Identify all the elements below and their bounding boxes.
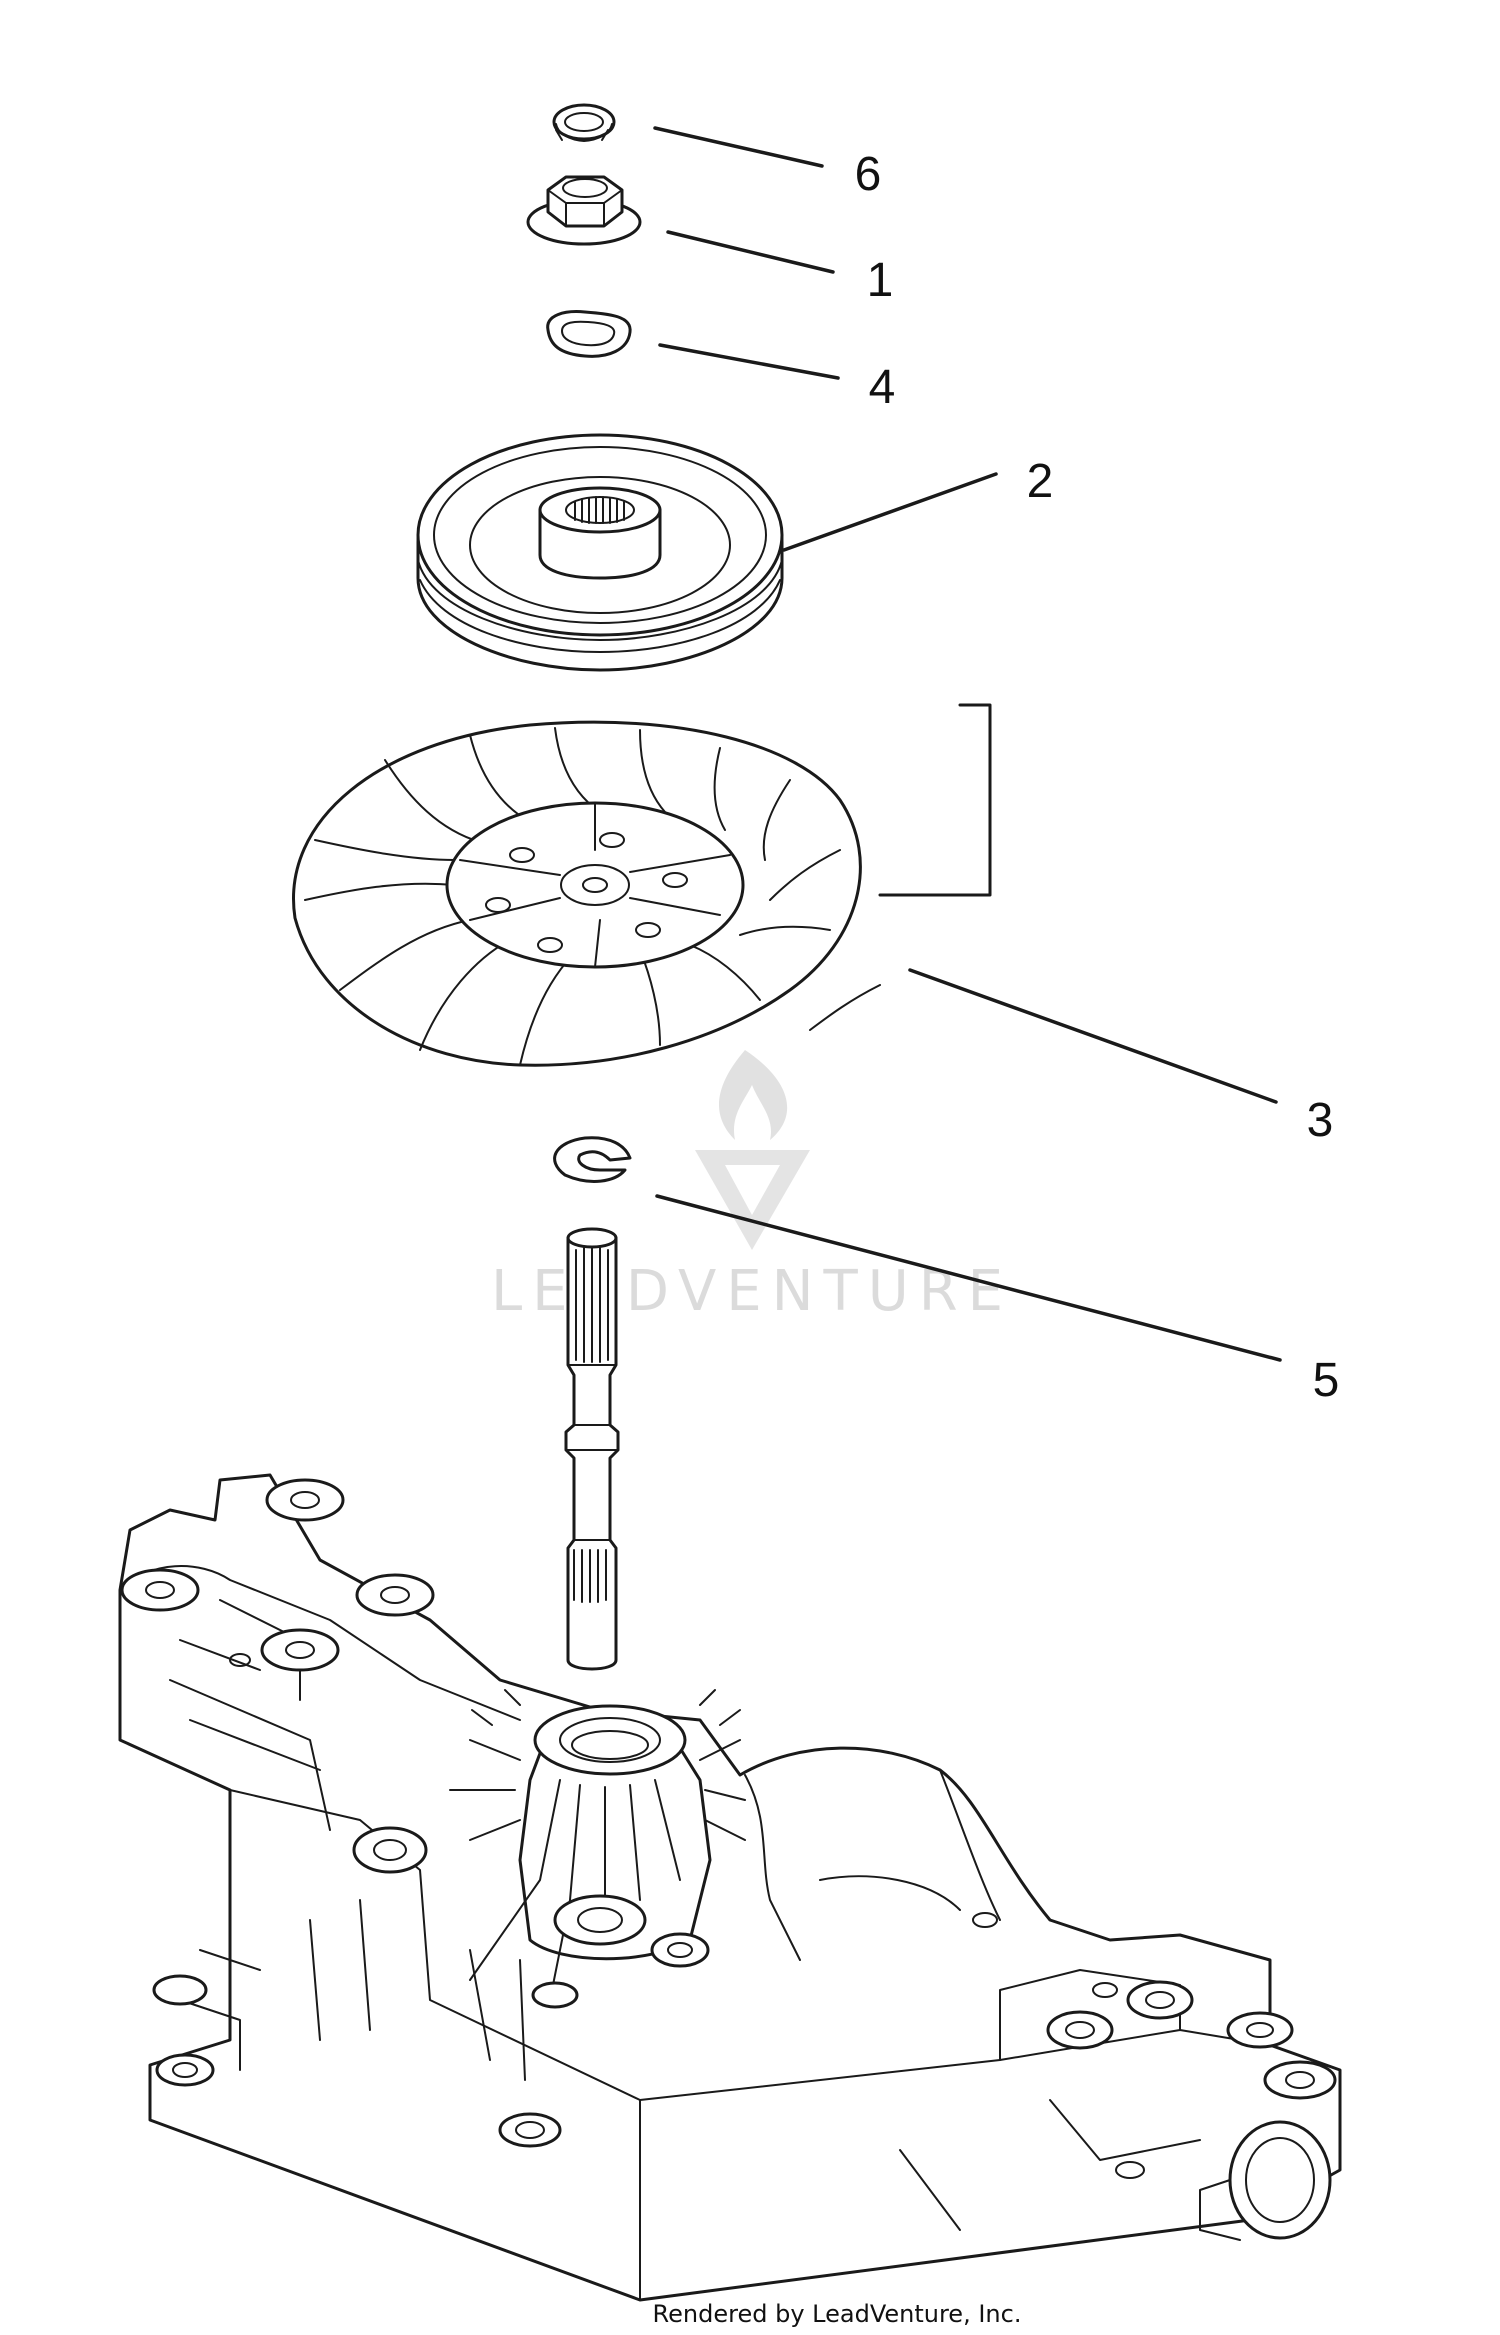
part-retaining-ring — [552, 103, 616, 142]
part-hex-nut — [526, 175, 642, 246]
callout-1: 1 — [867, 254, 894, 307]
housing-mounting-bosses — [120, 1478, 1337, 2179]
callout-2: 2 — [1027, 455, 1054, 508]
leader-line-1 — [666, 230, 835, 274]
callout-4: 4 — [869, 361, 896, 414]
callout-labels: 6 1 4 2 3 5 — [855, 148, 1340, 1407]
leader-line-2 — [782, 472, 998, 552]
part-input-shaft — [564, 1227, 620, 1671]
leader-line-6 — [653, 126, 824, 168]
part-spring-washer — [546, 310, 632, 358]
leader-line-4 — [658, 343, 840, 380]
leader-line-3 — [908, 968, 1278, 1104]
leader-line-5 — [655, 1194, 1282, 1362]
leader-lines — [653, 126, 1282, 1362]
part-cooling-fan — [292, 703, 992, 1067]
part-e-clip — [553, 1136, 632, 1183]
callout-5: 5 — [1313, 1354, 1340, 1407]
watermark-v-logo-icon — [695, 1150, 810, 1250]
part-pulley — [416, 433, 784, 672]
callout-3: 3 — [1307, 1094, 1334, 1147]
callout-6: 6 — [855, 148, 882, 201]
part-transaxle-housing — [118, 1473, 1342, 2302]
watermark-flame-icon — [718, 1050, 788, 1140]
rendered-by-credit: Rendered by LeadVenture, Inc. — [653, 2300, 1022, 2328]
